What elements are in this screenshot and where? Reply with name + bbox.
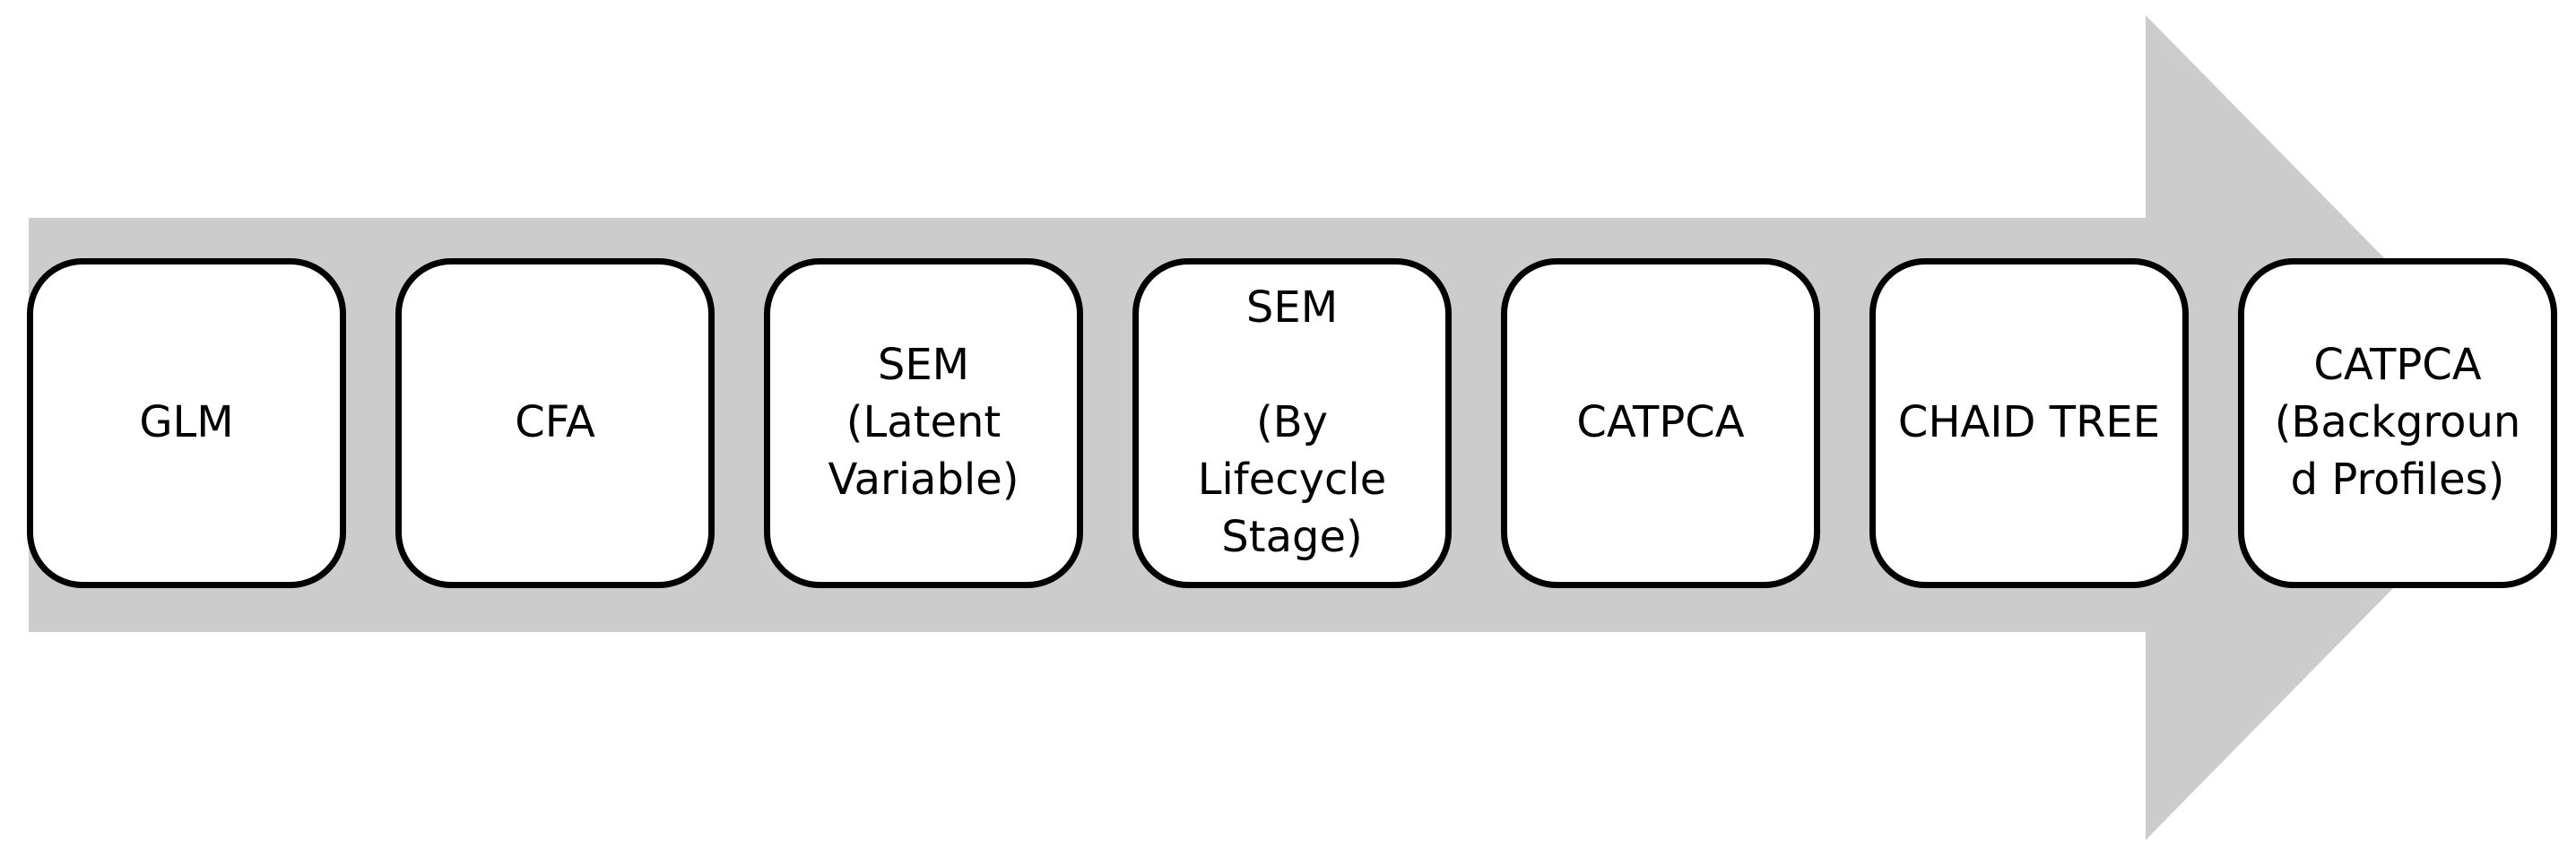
step-label-cfa: CFA bbox=[515, 397, 595, 448]
step-label-glm: GLM bbox=[139, 397, 234, 448]
step-box-catpca: CATPCA bbox=[1501, 258, 1820, 588]
step-label-chaid-tree: CHAID TREE bbox=[1897, 397, 2161, 448]
step-box-cfa: CFA bbox=[395, 258, 715, 588]
step-label-catpca: CATPCA bbox=[1576, 397, 1745, 448]
step-box-chaid-tree: CHAID TREE bbox=[1869, 258, 2189, 588]
step-box-glm: GLM bbox=[27, 258, 346, 588]
step-label-sem-latent-variable: SEM (Latent Variable) bbox=[828, 340, 1019, 505]
step-label-catpca-background-profiles: CATPCA (Backgroun d Profiles) bbox=[2274, 340, 2521, 505]
step-box-sem-latent-variable: SEM (Latent Variable) bbox=[764, 258, 1083, 588]
step-box-sem-lifecycle-stage: SEM (By Lifecycle Stage) bbox=[1132, 258, 1452, 588]
step-box-catpca-background-profiles: CATPCA (Backgroun d Profiles) bbox=[2238, 258, 2557, 588]
step-label-sem-lifecycle-stage: SEM (By Lifecycle Stage) bbox=[1197, 282, 1387, 562]
